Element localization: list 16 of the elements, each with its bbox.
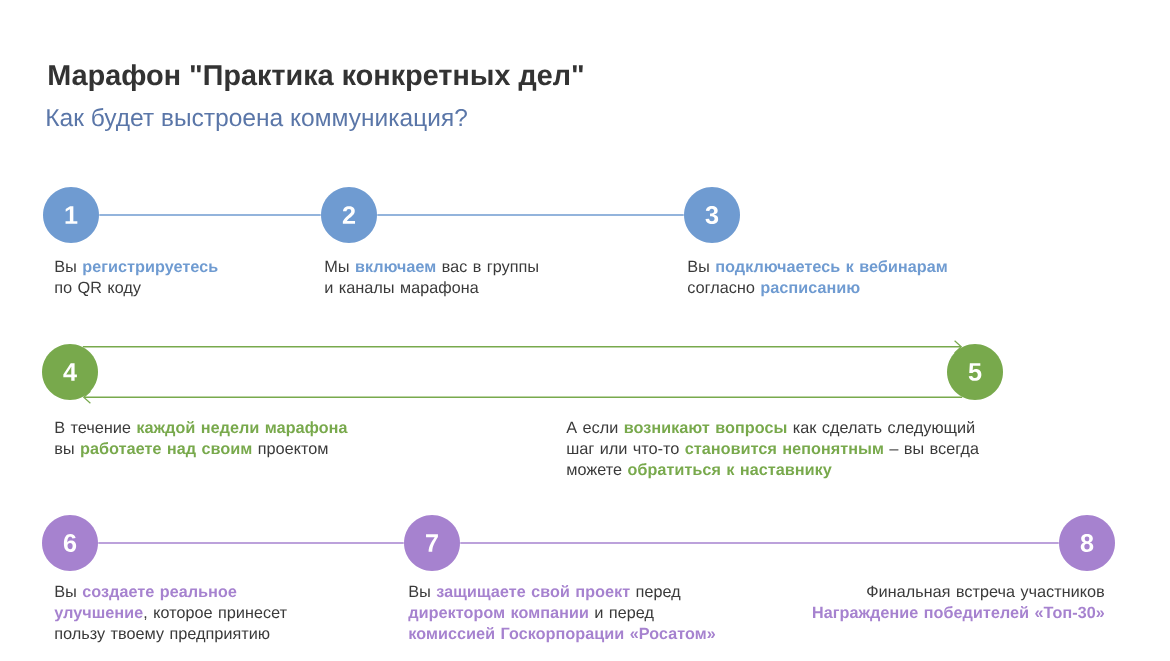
connector-line	[97, 542, 405, 544]
subtitle: Как будет выстроена коммуникация?	[47, 108, 467, 132]
step-description: Вы создаете реальное улучшение, которое принесет пользу твоему предприятию	[54, 585, 287, 643]
arrow	[82, 340, 963, 354]
step-description: Вы регистрируетесь по QR коду	[55, 260, 218, 297]
step-description: А если возникают вопросы как сделать следующий шаг или что-то становится непонятным – вы всегда можете обратиться к наставнику	[566, 420, 979, 479]
step-description: Вы защищаете свой проект перед директором компании и перед комиссией Госкорпорации «Росатом»	[408, 584, 715, 643]
step-description: Финальная встреча участников Награждение победителей «Топ-30»	[813, 585, 1105, 622]
connector-line	[376, 214, 685, 216]
title: Марафон "Практика конкретных дел"	[49, 64, 583, 91]
connector-line	[98, 214, 322, 216]
step-description: Мы включаем вас в группы и каналы марафона	[325, 260, 538, 297]
step-description: Вы подключаетесь к вебинарам согласно расписанию	[687, 260, 947, 297]
step-description: В течение каждой недели марафона вы работаете над своим проектом	[55, 420, 348, 458]
arrow	[82, 390, 963, 404]
connector-line	[459, 542, 1060, 544]
